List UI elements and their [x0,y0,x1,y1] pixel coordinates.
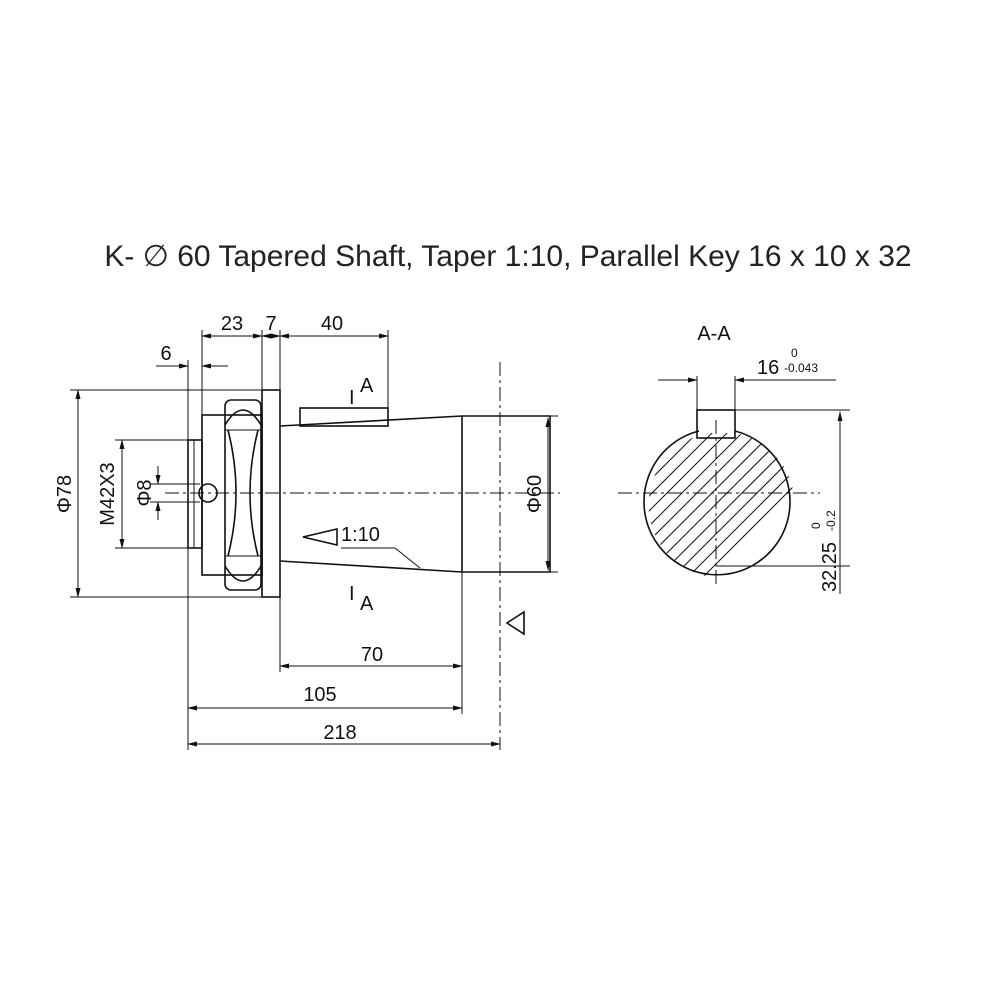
dim-phi78: Φ78 [54,475,76,513]
key-height-lower-tol: -0.2 [824,510,838,531]
section-letter-top: A [360,375,374,397]
dim-105: 105 [303,684,336,706]
reference-triangle [505,610,525,636]
dim-7: 7 [265,313,276,335]
dim-m42x3: M42X3 [97,462,119,525]
section-mark-bottom: I A [349,583,374,615]
dim-phi60: Φ60 [524,475,546,513]
key-height-value: 32.25 [819,542,841,592]
parallel-key [299,407,389,427]
key-width-upper-tol: 0 [791,346,798,360]
section-bar-bottom: I [349,583,355,605]
taper-symbol [302,527,338,547]
drawing-title: K- ∅ 60 Tapered Shaft, Taper 1:10, Paral… [104,240,911,273]
flange [201,414,263,576]
bottom-dimensions: 70 105 218 [187,548,501,750]
phi60-dimension: Φ60 [524,415,558,573]
key-width-value: 16 [757,357,779,379]
key-width-lower-tol: -0.043 [784,361,818,375]
left-dimensions: Φ78 M42X3 Φ8 [54,389,262,598]
key-height-dimension: 32.25 0 -0.2 [716,409,850,594]
thread-stub [187,439,203,549]
top-dimensions: 23 7 40 6 [156,313,389,440]
center-hole [198,483,218,503]
key-width-dimension: 16 0 -0.043 [658,346,836,410]
section-view-a-a: A-A [618,323,850,594]
taper-label: 1:10 [341,524,380,546]
section-label: A-A [697,323,731,345]
hex-nut [224,399,262,591]
key-height-upper-tol: 0 [809,522,823,529]
dim-23: 23 [221,313,243,335]
side-view: 1:10 I A I A 23 7 40 6 [54,313,560,750]
flange-rear-plate [261,389,281,598]
dim-phi8: Φ8 [134,479,156,506]
dim-218: 218 [323,722,356,744]
dim-70: 70 [361,644,383,666]
section-letter-bottom: A [360,593,374,615]
dim-6: 6 [160,343,171,365]
section-outline [643,430,791,576]
section-mark-top: I A [349,375,374,409]
dim-40: 40 [321,313,343,335]
tapered-shaft [279,415,551,573]
section-bar-top: I [349,387,355,409]
